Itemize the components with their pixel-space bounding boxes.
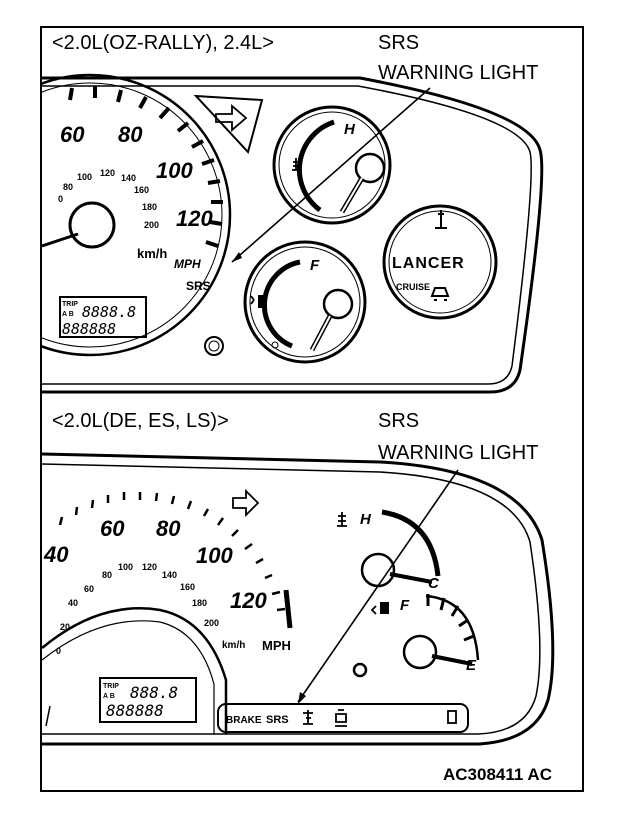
top-odo-digits: 888888 <box>62 320 116 338</box>
top-cruise-label: CRUISE <box>396 282 430 292</box>
bottom-fuel-e: E <box>466 657 477 674</box>
bottom-trip-digits: 888.8 <box>130 683 178 702</box>
figure-code: AC308411 AC <box>443 765 552 784</box>
bottom-speedo-40: 40 <box>43 542 69 567</box>
bottom-speedo-minor-120: 120 <box>142 562 157 572</box>
bottom-fuel-gauge-arc <box>425 594 480 661</box>
top-temp-gauge <box>272 105 392 225</box>
top-coolant-temp-icon <box>292 158 300 171</box>
top-callout-srs: SRS <box>378 32 420 54</box>
bottom-cruise-car-icon <box>335 709 347 727</box>
bottom-odo-digits: 888888 <box>106 701 164 720</box>
bottom-temp-gauge-arc <box>381 509 441 577</box>
top-fuel-pump-icon <box>258 295 267 308</box>
top-cluster-housing <box>42 76 544 394</box>
figure-frame <box>40 26 584 792</box>
top-trip-ab: A B <box>62 311 74 318</box>
top-speedo-needle-hub <box>68 201 116 249</box>
bottom-warning-strip <box>217 703 469 733</box>
bottom-srs-warning-light: SRS <box>266 714 289 726</box>
bottom-speedo-low-0: 0 <box>56 646 61 656</box>
bottom-speedo-60: 60 <box>100 516 125 541</box>
bottom-speedo-low-20: 20 <box>60 622 70 632</box>
top-seatbelt-icon <box>435 210 447 229</box>
bottom-speedo-minor-200: 200 <box>204 618 219 628</box>
bottom-speedo-80: 80 <box>156 516 181 541</box>
bottom-speedo-ticks <box>58 492 286 612</box>
top-cruise-car-icon <box>430 287 450 301</box>
top-speedo-minor-120: 120 <box>100 168 115 178</box>
top-speedo-minor-160: 160 <box>134 185 149 195</box>
top-speedo-60: 60 <box>60 122 85 147</box>
top-fuel-gauge <box>243 240 367 364</box>
bottom-seatbelt-icon <box>303 710 313 725</box>
bottom-indicator-lamp <box>352 662 368 678</box>
bottom-speedo-minor-160: 160 <box>180 582 195 592</box>
top-speedo-minor-200: 200 <box>144 220 159 230</box>
top-speedo-minor-140: 140 <box>121 173 136 183</box>
bottom-speedo-120: 120 <box>230 588 267 613</box>
top-lancer-brand: LANCER <box>392 255 465 272</box>
bottom-temp-c: C <box>428 575 440 592</box>
top-speedo-minor-180: 180 <box>142 202 157 212</box>
top-variant-label: <2.0L(OZ-RALLY), 2.4L> <box>52 32 274 54</box>
bottom-fuel-f: F <box>400 597 410 614</box>
top-speedo-minor-80: 80 <box>63 182 73 192</box>
top-speedo-100: 100 <box>156 158 193 183</box>
bottom-speedo-minor-100: 100 <box>118 562 133 572</box>
top-trip-label: TRIP <box>62 301 78 308</box>
bottom-turn-arrow-icon <box>232 488 260 518</box>
top-srs-callout-line <box>231 87 431 263</box>
bottom-speedo-minor-80: 80 <box>102 570 112 580</box>
bottom-fuel-needle-hub <box>402 634 438 670</box>
top-trip-display <box>59 296 147 338</box>
top-indicator-lamp <box>204 336 224 356</box>
top-trip-digits: 8888.8 <box>82 303 136 321</box>
bottom-brake-warning-light: BRAKE <box>226 715 262 726</box>
top-srs-warning-light: SRS <box>186 279 211 293</box>
top-unit-mph: MPH <box>174 257 201 271</box>
top-speedo-ticks <box>68 86 223 248</box>
top-speedo-120: 120 <box>176 206 213 231</box>
bottom-trip-display <box>99 677 197 723</box>
top-speedo-minor-100: 100 <box>77 172 92 182</box>
top-speedo-zero: 0 <box>58 194 63 204</box>
top-temp-h: H <box>344 121 356 138</box>
bottom-speedo-minor-140: 140 <box>162 570 177 580</box>
bottom-coolant-temp-icon <box>337 512 347 527</box>
top-callout-warning-light: WARNING LIGHT <box>378 62 539 84</box>
bottom-speedo-minor-60: 60 <box>84 584 94 594</box>
bottom-srs-callout-line <box>297 469 459 703</box>
bottom-unit-mph: MPH <box>262 638 291 653</box>
bottom-callout-warning-light: WARNING LIGHT <box>378 442 539 464</box>
bottom-temp-h: H <box>360 511 372 528</box>
bottom-fuel-pump-icon <box>380 602 389 614</box>
top-speedo-80: 80 <box>118 122 143 147</box>
bottom-cluster-housing <box>42 452 555 746</box>
bottom-trip-label: TRIP <box>103 683 119 690</box>
bottom-variant-label: <2.0L(DE, ES, LS)> <box>52 410 229 432</box>
top-speedometer-dial <box>42 73 232 357</box>
bottom-speedo-100: 100 <box>196 543 233 568</box>
top-lancer-badge-dial <box>382 204 498 320</box>
bottom-speedo-low-40: 40 <box>68 598 78 608</box>
bottom-unit-kmh: km/h <box>222 640 245 651</box>
top-turn-arrow-icon <box>215 104 248 132</box>
bottom-callout-srs: SRS <box>378 410 420 432</box>
top-unit-kmh: km/h <box>137 246 167 261</box>
bottom-trip-ab: A B <box>103 693 115 700</box>
bottom-speedo-minor-180: 180 <box>192 598 207 608</box>
top-fuel-f: F <box>310 257 320 274</box>
bottom-fuel-low-icon <box>447 710 457 724</box>
